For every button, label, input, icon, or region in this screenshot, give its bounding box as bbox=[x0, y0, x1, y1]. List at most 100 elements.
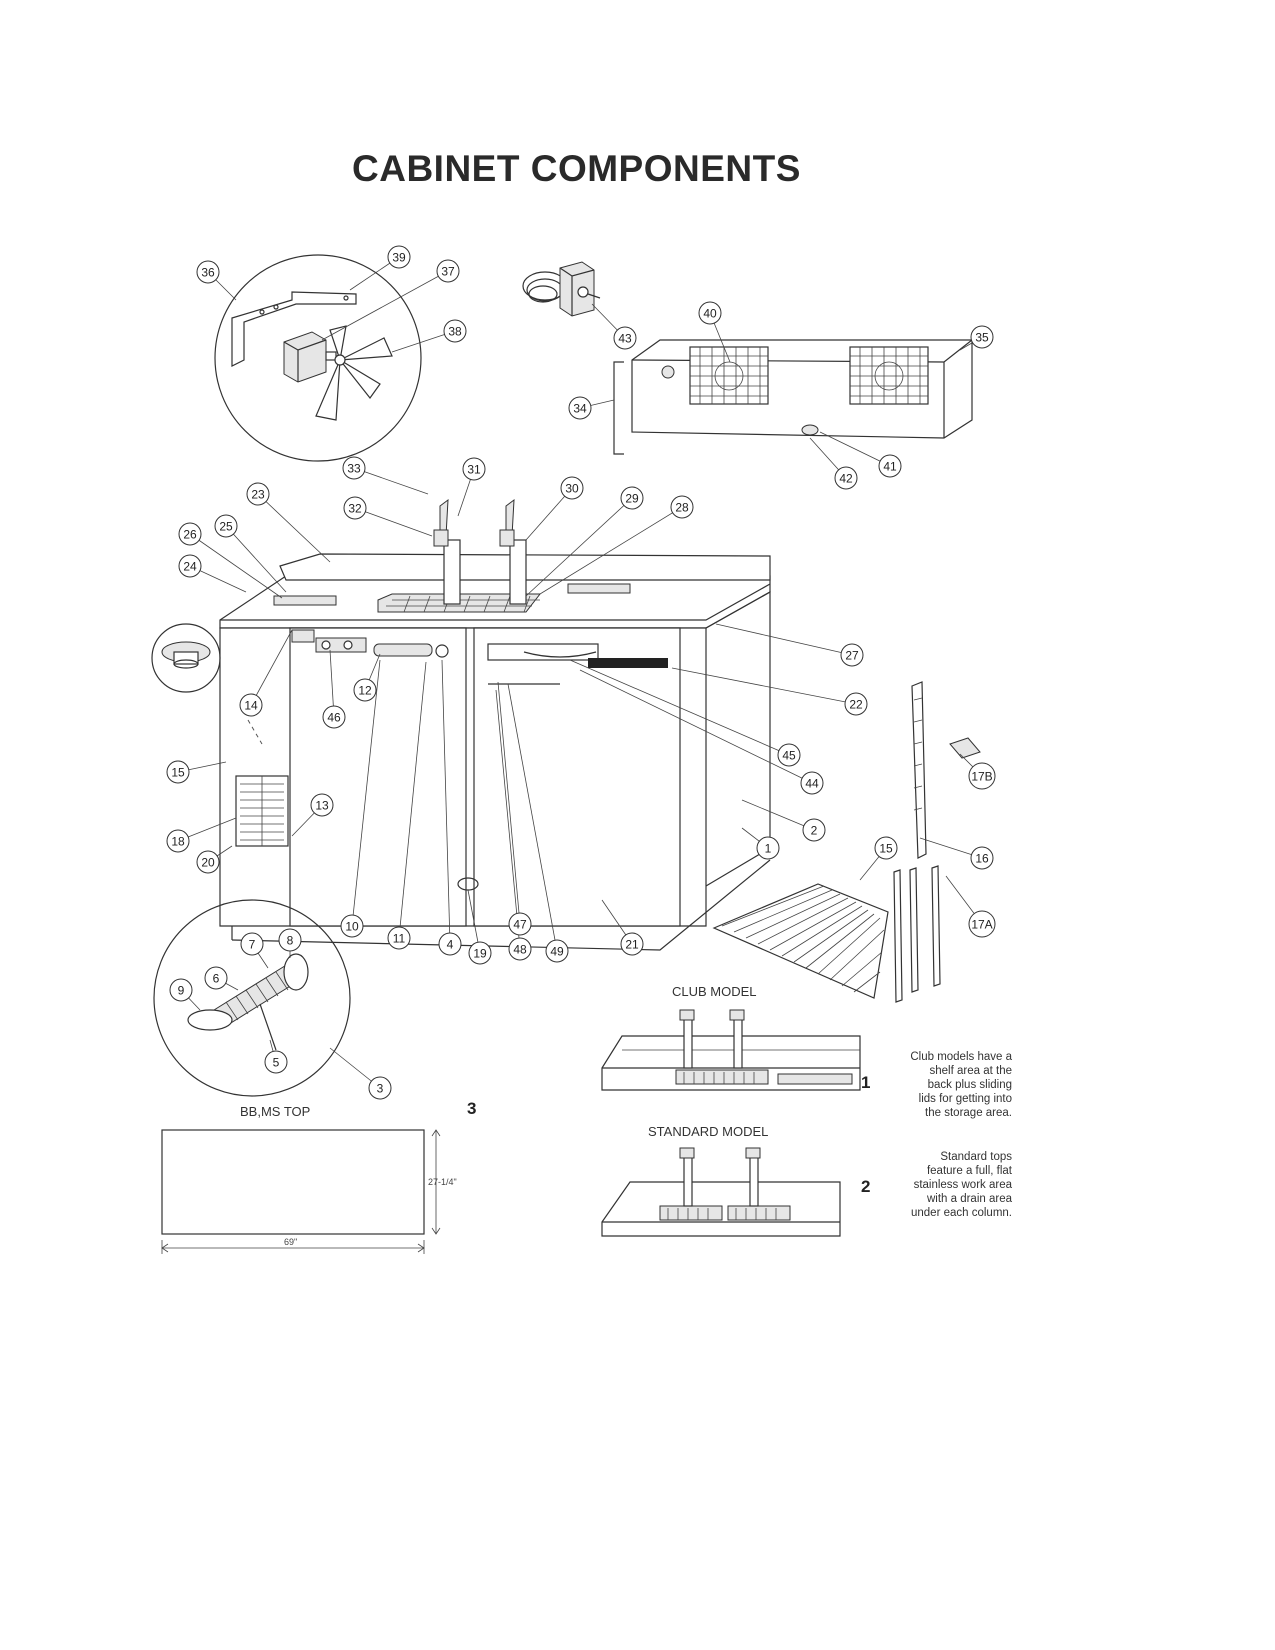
callout-circle bbox=[777, 743, 801, 767]
callout-circle bbox=[214, 514, 238, 538]
callout-number: 20 bbox=[201, 856, 215, 870]
callout-circle bbox=[387, 926, 411, 950]
evaporator-fan-shroud bbox=[613, 339, 973, 455]
callout-2: 2 bbox=[802, 818, 826, 842]
club-model-note: Club models have a shelf area at the bac… bbox=[910, 1051, 1012, 1119]
callout-3: 3 bbox=[368, 1076, 392, 1100]
callout-40: 40 bbox=[698, 301, 722, 325]
callout-circle bbox=[166, 829, 190, 853]
callout-circle bbox=[834, 466, 858, 490]
callout-circle bbox=[178, 522, 202, 546]
callout-number: 14 bbox=[244, 699, 258, 713]
callout-number: 10 bbox=[345, 920, 359, 934]
callout-32: 32 bbox=[343, 496, 367, 520]
callout-17A: 17A bbox=[968, 910, 996, 938]
callout-leader bbox=[354, 507, 433, 537]
beer-towers bbox=[433, 498, 527, 605]
club-note-line: back plus sliding bbox=[928, 1079, 1012, 1091]
callout-45: 45 bbox=[777, 743, 801, 767]
callout-35: 35 bbox=[970, 325, 994, 349]
callout-number: 36 bbox=[201, 266, 215, 280]
callout-number: 24 bbox=[183, 560, 197, 574]
callout-number: 29 bbox=[625, 492, 639, 506]
callout-circle bbox=[620, 932, 644, 956]
door-lock-detail bbox=[153, 899, 351, 1097]
callout-circle bbox=[310, 793, 334, 817]
callout-leader bbox=[539, 506, 683, 595]
drain-cap-detail bbox=[151, 623, 221, 693]
callout-number: 31 bbox=[467, 463, 481, 477]
callout-leader bbox=[525, 487, 573, 541]
callout-leader bbox=[579, 669, 813, 784]
callout-24: 24 bbox=[178, 554, 202, 578]
width-dimension: 69" bbox=[284, 1237, 297, 1247]
callout-number: 42 bbox=[839, 472, 853, 486]
callout-number: 30 bbox=[565, 482, 579, 496]
callout-27: 27 bbox=[840, 643, 864, 667]
callout-leader bbox=[321, 270, 449, 341]
callout-number: 26 bbox=[183, 528, 197, 542]
callout-21: 21 bbox=[620, 932, 644, 956]
callout-11: 11 bbox=[387, 926, 411, 950]
callout-circle bbox=[670, 495, 694, 519]
thermostat-part bbox=[522, 261, 601, 317]
page-title: CABINET COMPONENTS bbox=[352, 148, 801, 189]
callout-number: 43 bbox=[618, 332, 632, 346]
callout-circle bbox=[840, 643, 864, 667]
callout-leader bbox=[569, 659, 790, 756]
callout-number: 7 bbox=[249, 938, 256, 952]
callout-number: 34 bbox=[573, 402, 587, 416]
callout-circle bbox=[970, 325, 994, 349]
callout-14: 14 bbox=[239, 693, 263, 717]
callout-number: 6 bbox=[213, 972, 220, 986]
callout-number: 37 bbox=[441, 265, 455, 279]
callout-circle bbox=[560, 476, 584, 500]
callout-20: 20 bbox=[196, 850, 220, 874]
callout-25: 25 bbox=[214, 514, 238, 538]
callout-number: 3 bbox=[377, 1082, 384, 1096]
club-note-line: the storage area. bbox=[925, 1107, 1012, 1119]
standard-number: 2 bbox=[861, 1177, 870, 1196]
callout-number: 49 bbox=[550, 945, 564, 959]
callout-circle bbox=[264, 1050, 288, 1074]
callout-circle bbox=[178, 554, 202, 578]
callout-circle bbox=[620, 486, 644, 510]
callout-16: 16 bbox=[970, 846, 994, 870]
standard-note-line: stainless work area bbox=[914, 1179, 1013, 1191]
callout-15: 15 bbox=[166, 760, 190, 784]
callout-46: 46 bbox=[322, 705, 346, 729]
callout-number: 25 bbox=[219, 520, 233, 534]
callout-leader bbox=[671, 667, 857, 705]
door-gasket-and-hinges bbox=[893, 681, 981, 1003]
club-note-line: Club models have a bbox=[910, 1051, 1012, 1063]
callout-leader bbox=[819, 431, 891, 467]
callout-circle bbox=[970, 846, 994, 870]
callout-number: 47 bbox=[513, 918, 527, 932]
callout-circle bbox=[802, 818, 826, 842]
callout-47: 47 bbox=[508, 912, 532, 936]
callout-number: 32 bbox=[348, 502, 362, 516]
top-dimension-drawing bbox=[161, 1129, 441, 1254]
callout-circle bbox=[438, 932, 462, 956]
callout-circle bbox=[340, 914, 364, 938]
standard-note-line: with a drain area bbox=[926, 1193, 1013, 1205]
callout-number: 1 bbox=[765, 842, 772, 856]
callout-number: 48 bbox=[513, 943, 527, 957]
callout-circle bbox=[756, 836, 780, 860]
callout-8: 8 bbox=[278, 928, 302, 952]
callout-number: 38 bbox=[448, 325, 462, 339]
callout-number: 15 bbox=[879, 842, 893, 856]
callout-circle bbox=[169, 978, 193, 1002]
callout-44: 44 bbox=[800, 771, 824, 795]
club-note-line: shelf area at the bbox=[930, 1065, 1012, 1077]
callout-number: 35 bbox=[975, 331, 989, 345]
callout-41: 41 bbox=[878, 454, 902, 478]
callout-leader bbox=[225, 525, 287, 593]
callout-number: 15 bbox=[171, 766, 185, 780]
standard-model-label: STANDARD MODEL bbox=[648, 1124, 768, 1139]
callout-circle bbox=[322, 705, 346, 729]
callout-6: 6 bbox=[204, 966, 228, 990]
callout-circle bbox=[166, 760, 190, 784]
callout-39: 39 bbox=[387, 245, 411, 269]
callout-leader bbox=[398, 661, 427, 939]
